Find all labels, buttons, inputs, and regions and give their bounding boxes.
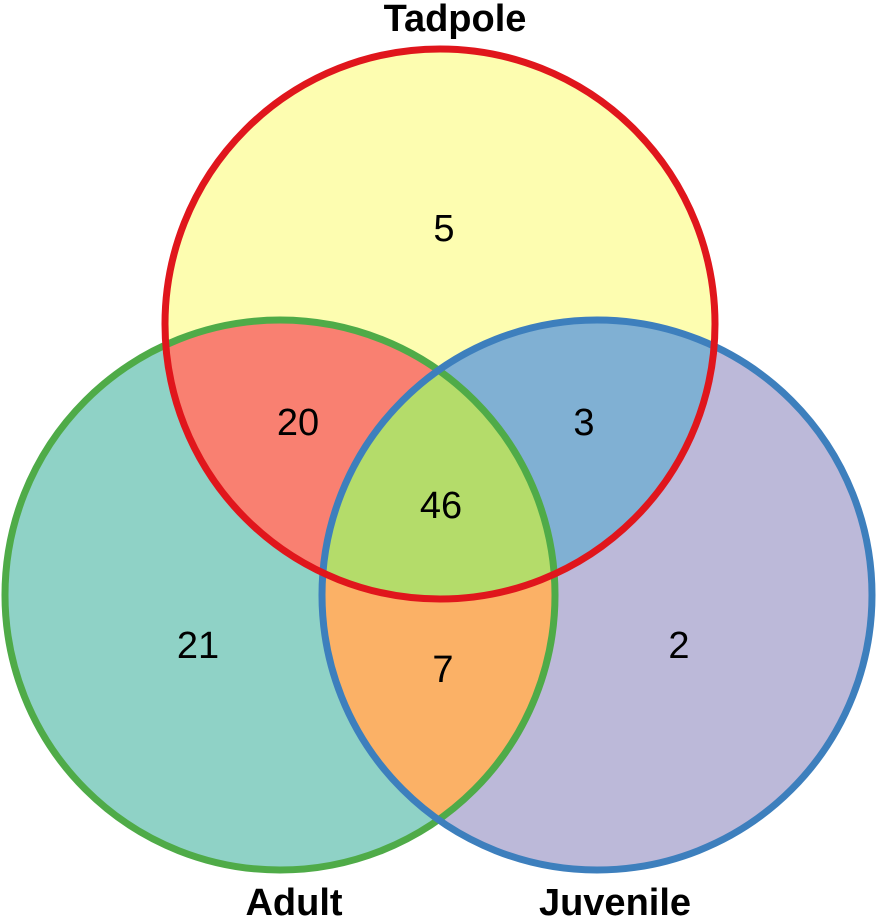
adult-label: Adult (245, 882, 342, 921)
tadpole-juvenile-count: 3 (573, 402, 594, 444)
tadpole-circle-outline (161, 45, 719, 603)
tadpole-only-count: 5 (433, 208, 454, 250)
all-three-count: 46 (420, 485, 462, 527)
tadpole-adult-count: 20 (277, 402, 319, 444)
adult-only-count: 21 (177, 625, 219, 667)
all-three-region (322, 320, 555, 599)
juvenile-only-count: 2 (668, 625, 689, 667)
tadpole-label: Tadpole (384, 0, 527, 40)
juvenile-circle-outline (318, 316, 876, 874)
juvenile-label: Juvenile (539, 882, 691, 921)
adult-circle-outline (1, 316, 559, 874)
adult-juvenile-count: 7 (432, 649, 453, 691)
